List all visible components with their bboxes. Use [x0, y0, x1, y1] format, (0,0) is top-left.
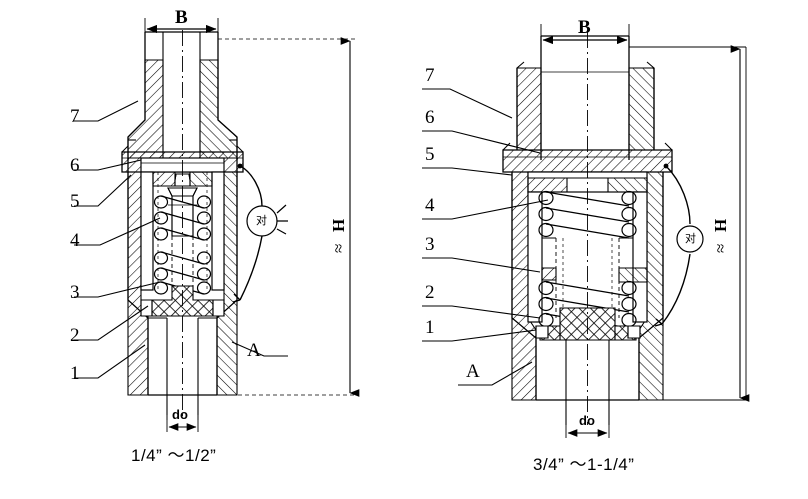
left-callout-7: 7 [70, 106, 80, 127]
right-dimension-do-label: do [579, 413, 595, 428]
right-view-caption: 3/4” ～1-1/4” [533, 455, 635, 474]
right-valve-view [422, 24, 750, 438]
right-surface-label-a: A [466, 361, 480, 382]
left-dimension-h-approx: ≈ [329, 243, 348, 253]
right-callout-3: 3 [425, 234, 435, 255]
right-callout-6: 6 [425, 107, 435, 128]
left-callout-1: 1 [70, 363, 80, 384]
left-dimension-b-label: B [175, 7, 188, 28]
left-dimension-do-label: do [172, 407, 188, 422]
right-callout-2: 2 [425, 282, 435, 303]
right-callout-1: 1 [425, 317, 435, 338]
right-dimension-b-label: B [578, 17, 591, 38]
right-detail-marker: 对 [685, 232, 696, 245]
left-surface-label-a: A [247, 340, 261, 361]
left-detail-marker: 对 [256, 214, 267, 227]
left-callout-2: 2 [70, 325, 80, 346]
right-callout-7: 7 [425, 65, 435, 86]
left-valve-view [74, 18, 360, 432]
left-view-caption: 1/4” ～1/2” [131, 446, 217, 465]
left-callout-3: 3 [70, 282, 80, 303]
right-dimension-h-label: H [711, 218, 730, 232]
left-callout-5: 5 [70, 191, 80, 212]
right-callout-4: 4 [425, 195, 435, 216]
left-callout-6: 6 [70, 155, 80, 176]
left-dimension-h-label: H [329, 218, 348, 232]
right-dimension-h-approx: ≈ [711, 243, 730, 253]
right-callout-5: 5 [425, 144, 435, 165]
left-callout-4: 4 [70, 230, 80, 251]
